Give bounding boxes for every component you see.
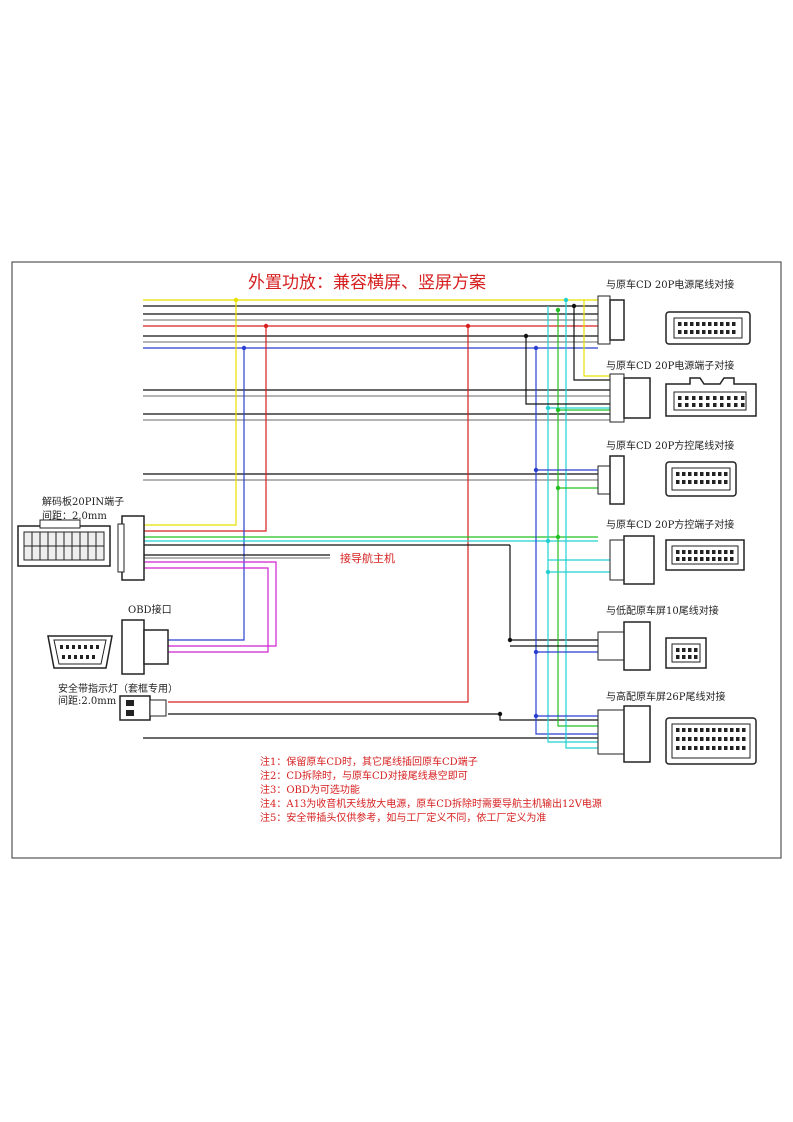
right-connector-1 [597, 295, 751, 345]
wire-magenta-2 [143, 567, 269, 653]
note-4: 注4：A13为收音机天线放大电源，原车CD拆除时需要导航主机输出12V电源 [260, 799, 602, 810]
right-connector-3 [597, 455, 737, 505]
decoder-connector [17, 515, 145, 581]
right-connector-4 [609, 535, 745, 585]
right-connector-label-1: 与原车CD 20P电源尾线对接 [606, 280, 735, 291]
wire-red-seatbelt [168, 326, 469, 703]
wires [143, 299, 610, 749]
obd-connector-name: OBD接口 [128, 605, 172, 616]
wire-magenta-1 [143, 561, 277, 647]
diagram-frame [11, 261, 782, 859]
seatbelt-connector [119, 695, 167, 721]
wire-black-bus-3 [573, 306, 610, 381]
seatbelt-connector-pitch: 间距:2.0mm [58, 696, 117, 707]
junction-dots [233, 297, 577, 719]
wire-cyan-bus [547, 306, 598, 743]
notes-block: 注1：保留原车CD时，其它尾线插回原车CD端子 注2：CD拆除时，与原车CD对接… [260, 756, 602, 826]
right-connector-label-6: 与高配原车屏26P尾线对接 [606, 692, 726, 703]
note-1: 注1：保留原车CD时，其它尾线插回原车CD端子 [260, 757, 478, 768]
wire-cyan-bus-2 [565, 300, 598, 749]
wire-blue-bus [535, 348, 598, 735]
right-connector-2 [609, 373, 757, 423]
wire-black-bus-4 [525, 336, 610, 405]
wire-black-bus-2 [499, 714, 598, 721]
seatbelt-connector-name: 安全带指示灯（套框专用） [58, 684, 178, 695]
wire-black-bus [509, 545, 598, 641]
wire-red-vert [143, 326, 267, 532]
wire-green-bus [557, 310, 598, 727]
wire-blue-vert [168, 348, 245, 641]
decoder-connector-name: 解码板20PIN端子 [42, 497, 125, 508]
right-connector-6 [597, 705, 757, 765]
right-connector-label-3: 与原车CD 20P方控尾线对接 [606, 441, 735, 452]
decoder-connector-pitch: 间距：2.0mm [42, 511, 107, 522]
obd-connector [47, 619, 169, 675]
nav-host-label: 接导航主机 [340, 552, 395, 565]
diagram-title: 外置功放：兼容横屏、竖屏方案 [248, 273, 486, 293]
note-3: 注3：OBD为可选功能 [260, 785, 360, 796]
connector-pin-grids [676, 322, 746, 750]
wire-yellow-bus [583, 300, 610, 377]
wire-yellow-vert [143, 300, 237, 526]
right-connector-label-5: 与低配原车屏10尾线对接 [606, 606, 719, 617]
note-2: 注2：CD拆除时，与原车CD对接尾线悬空即可 [260, 771, 468, 782]
note-5: 注5：安全带插头仅供参考，如与工厂定义不同，依工厂定义为准 [260, 813, 547, 824]
right-connector-5 [597, 621, 707, 671]
right-connector-label-4: 与原车CD 20P方控端子对接 [606, 520, 735, 531]
right-connector-label-2: 与原车CD 20P电源端子对接 [606, 361, 735, 372]
